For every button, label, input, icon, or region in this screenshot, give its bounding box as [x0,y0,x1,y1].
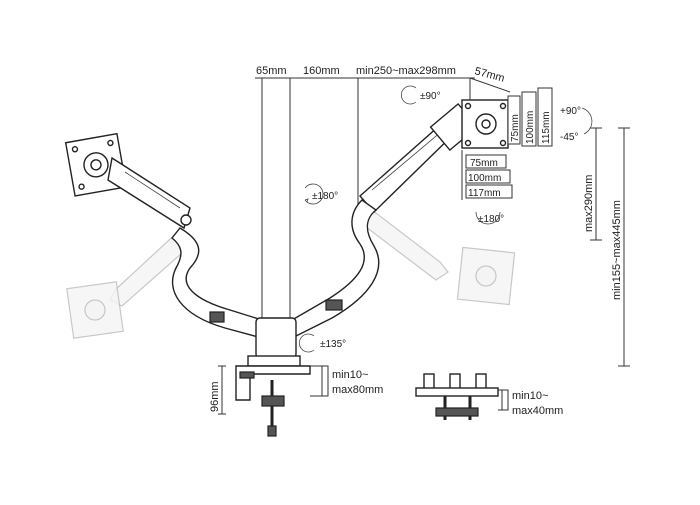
height-range-label: min155~max445mm [611,200,623,300]
rot-180-arm-label: ±180° [312,191,338,202]
clamp-height-label: 96mm [209,381,221,412]
clamp-dimensions [218,365,329,415]
tilt-down-label: -45° [560,132,578,143]
rotation-arrow-icon [401,85,417,105]
height-dimensions [590,127,630,367]
top-dimension-lines [255,77,511,320]
vesa-115-vertical: 115mm [541,111,552,144]
grommet-range-line1: min10~ [512,390,548,402]
rotation-arrow-icon [299,333,315,353]
vesa-plate-icon [461,99,509,149]
vesa-100-vertical: 100mm [525,111,536,144]
desk-clamp-icon [235,365,311,437]
rotation-arrow-icon [581,107,593,135]
arm-160-label: 160mm [303,65,340,77]
vesa-117-horizontal: 117mm [468,188,501,199]
vesa-100-horizontal: 100mm [468,173,501,184]
right-arm [291,99,509,340]
offset-65-label: 65mm [256,65,287,77]
vesa-75-vertical: 75mm [510,114,521,142]
vesa-75-horizontal: 75mm [470,158,498,169]
grommet-range-line2: max40mm [512,405,563,417]
rotation-arrow-icon [475,211,501,225]
grommet-mount-icon [415,373,509,420]
center-post [247,317,301,367]
rot-90-head-label: ±90° [420,91,441,102]
extension-label: min250~max298mm [356,65,456,77]
left-arm [64,132,263,339]
rotation-arrow-icon [304,183,324,205]
tilt-up-label: +90° [560,106,581,117]
ghost-right-arm [361,209,516,306]
clamp-range-line2: max80mm [332,384,383,396]
vesa-vertical-boxes [507,87,553,147]
vesa-horizontal-boxes [461,150,513,200]
rot-180-head-label: ±180° [478,214,504,225]
rot-135-base-label: ±135° [320,339,346,350]
ghost-left-arm [66,229,191,339]
max-height-label: max290mm [583,175,595,232]
vesa-offset-label: 57mm [473,65,506,85]
clamp-range-line1: min10~ [332,369,368,381]
